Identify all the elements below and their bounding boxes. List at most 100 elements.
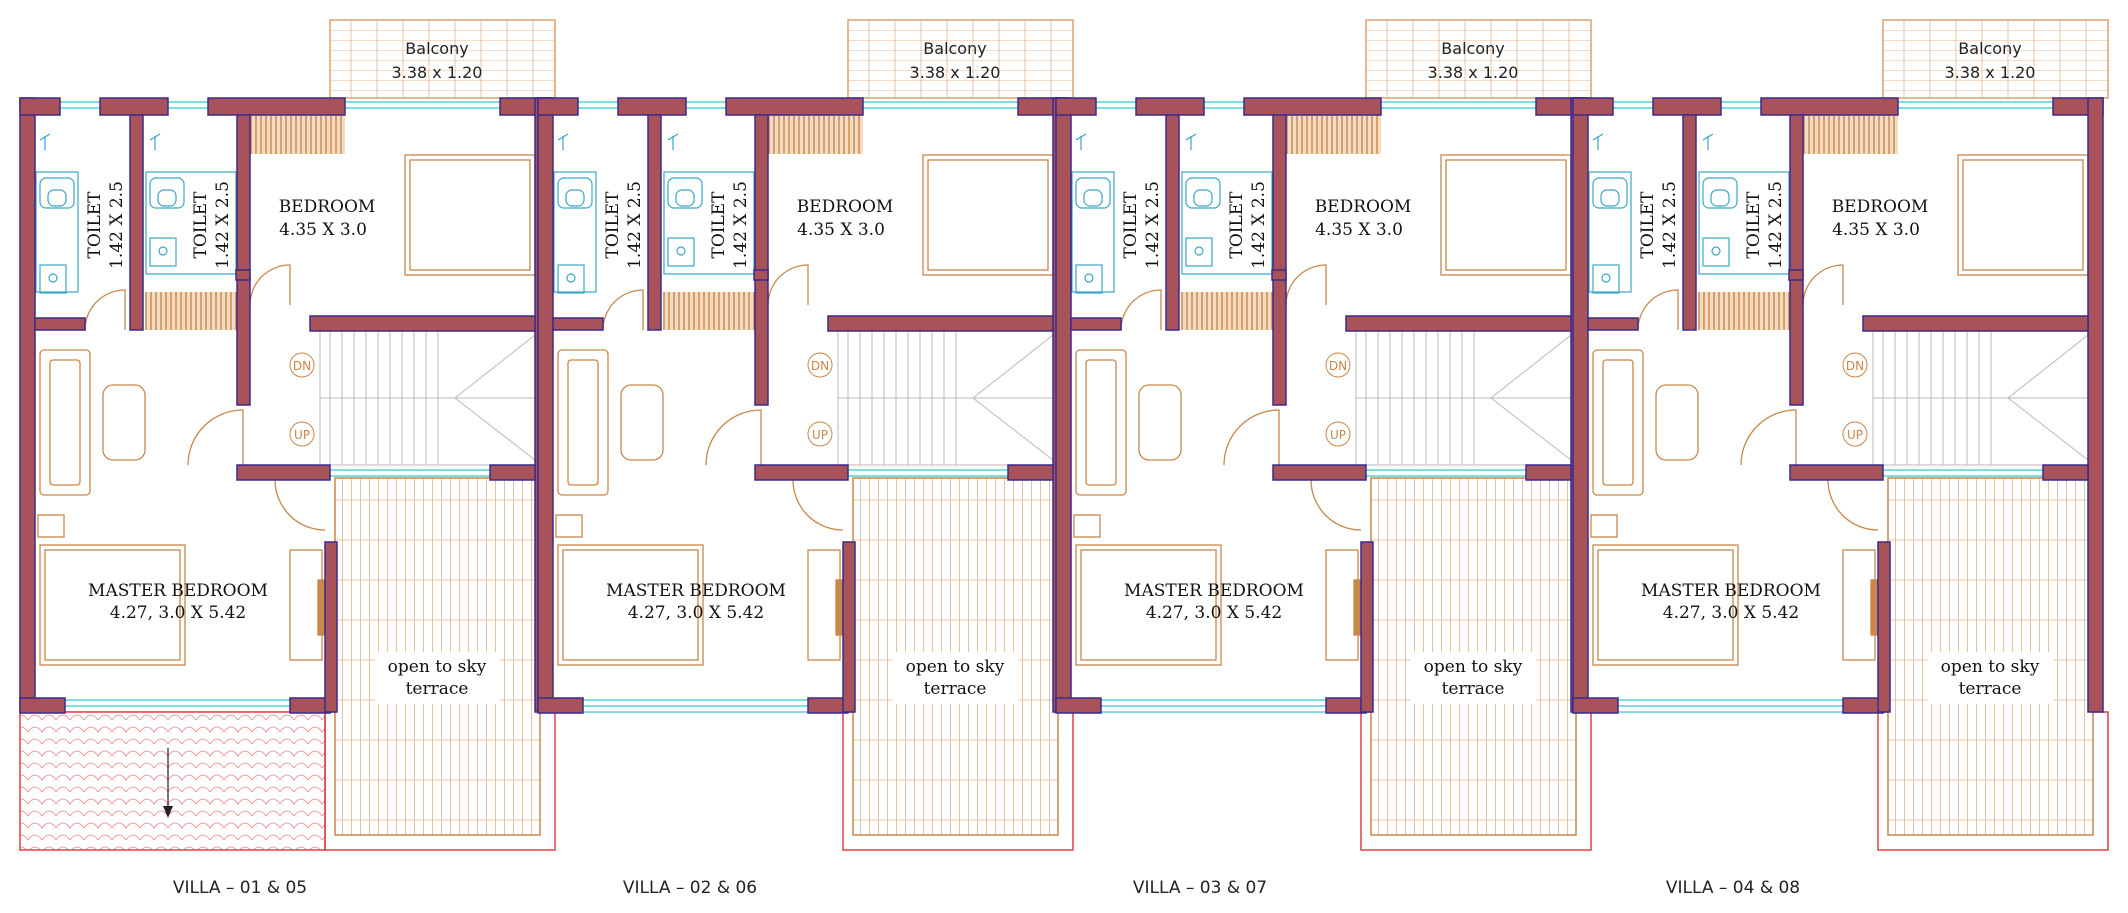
window-glazing [1613, 101, 2053, 713]
terrace-label-1: open to sky [388, 657, 487, 677]
furniture [1073, 154, 1572, 666]
svg-text:TOILET: TOILET [1638, 191, 1658, 259]
furniture [37, 154, 536, 666]
furniture [1590, 154, 2089, 666]
louver-panel [1286, 112, 1381, 154]
walls [537, 97, 1069, 714]
master-bedroom-size: 4.27, 3.0 X 5.42 [1663, 603, 1799, 623]
villa-title: VILLA – 02 & 06 [623, 878, 757, 898]
bedroom-size: 4.35 X 3.0 [797, 220, 885, 240]
terrace-label-2: terrace [406, 679, 469, 699]
garden-area [19, 711, 326, 851]
bedroom-label: BEDROOM [797, 197, 894, 217]
louver-panel [768, 112, 863, 154]
terrace-label-bg [893, 652, 1018, 704]
sanitary-fixtures [35, 133, 237, 294]
balcony-size: 3.38 x 1.20 [910, 63, 1001, 82]
villa-title: VILLA – 01 & 05 [173, 878, 307, 898]
balcony-label: Balcony [405, 39, 468, 58]
stair-up-marker [1325, 421, 1351, 447]
bedroom-size: 4.35 X 3.0 [1315, 220, 1403, 240]
stair-up-label: UP [1847, 428, 1863, 442]
toilet-a-label: TOILET 1.42 X 2.5 [85, 181, 127, 269]
stair-dn-label: DN [1846, 359, 1864, 373]
balcony [329, 19, 556, 99]
toilet-a-label: TOILET 1.42 X 2.5 [1121, 181, 1163, 269]
staircase [837, 329, 1054, 466]
bedroom-size: 4.35 X 3.0 [1832, 220, 1920, 240]
window-glazing [578, 101, 1018, 713]
terrace-label-2: terrace [924, 679, 987, 699]
balcony-size: 3.38 x 1.20 [392, 63, 483, 82]
svg-text:TOILET: TOILET [709, 191, 729, 259]
villa-title: VILLA – 04 & 08 [1666, 878, 1800, 898]
terrace-label-2: terrace [1442, 679, 1505, 699]
stair-up-label: UP [294, 428, 310, 442]
master-bedroom-size: 4.27, 3.0 X 5.42 [628, 603, 764, 623]
stair-up-label: UP [812, 428, 828, 442]
terrace-label-1: open to sky [906, 657, 1005, 677]
sanitary-fixtures [553, 133, 755, 294]
stair-dn-marker [807, 352, 833, 378]
terrace-label-bg [1411, 652, 1536, 704]
balcony [847, 19, 1074, 99]
toilet-b-label: TOILET 1.42 X 2.5 [191, 181, 233, 269]
svg-text:1.42 X 2.5: 1.42 X 2.5 [1143, 181, 1163, 269]
master-bedroom-label: MASTER BEDROOM [606, 581, 786, 601]
bedroom-label: BEDROOM [1832, 197, 1929, 217]
svg-text:TOILET: TOILET [85, 191, 105, 259]
svg-text:TOILET: TOILET [1121, 191, 1141, 259]
svg-text:1.42 X 2.5: 1.42 X 2.5 [213, 181, 233, 269]
stair-dn-marker [1325, 352, 1351, 378]
walls [1572, 97, 2104, 714]
louver-panel [1803, 112, 1898, 154]
toilet-b-label: TOILET 1.42 X 2.5 [709, 181, 751, 269]
balcony-size: 3.38 x 1.20 [1945, 63, 2036, 82]
svg-text:TOILET: TOILET [1227, 191, 1247, 259]
master-bedroom-size: 4.27, 3.0 X 5.42 [110, 603, 246, 623]
stair-up-marker [289, 421, 315, 447]
terrace-label-2: terrace [1959, 679, 2022, 699]
svg-text:TOILET: TOILET [191, 191, 211, 259]
stair-dn-label: DN [1329, 359, 1347, 373]
master-bedroom-label: MASTER BEDROOM [1641, 581, 1821, 601]
svg-text:1.42 X 2.5: 1.42 X 2.5 [107, 181, 127, 269]
terrace-label-bg [1928, 652, 2053, 704]
master-bedroom-size: 4.27, 3.0 X 5.42 [1146, 603, 1282, 623]
staircase [319, 329, 536, 466]
stair-dn-label: DN [811, 359, 829, 373]
master-bedroom-label: MASTER BEDROOM [1124, 581, 1304, 601]
stair-dn-label: DN [293, 359, 311, 373]
terrace-label-1: open to sky [1941, 657, 2040, 677]
svg-text:1.42 X 2.5: 1.42 X 2.5 [625, 181, 645, 269]
svg-text:TOILET: TOILET [603, 191, 623, 259]
terrace-label-bg [375, 652, 500, 704]
toilet-a-label: TOILET 1.42 X 2.5 [603, 181, 645, 269]
sanitary-fixtures [1588, 133, 1790, 294]
garden-arrow-head [163, 806, 173, 818]
bedroom-label: BEDROOM [1315, 197, 1412, 217]
balcony-label: Balcony [1441, 39, 1504, 58]
stair-up-marker [807, 421, 833, 447]
louver-panel [1181, 292, 1273, 330]
villa-2: Balcony 3.38 x 1.20 open to sky terrace … [537, 19, 1074, 898]
bedroom-label: BEDROOM [279, 197, 376, 217]
svg-text:1.42 X 2.5: 1.42 X 2.5 [731, 181, 751, 269]
bedroom-size: 4.35 X 3.0 [279, 220, 367, 240]
louver-panel [145, 292, 237, 330]
stair-dn-marker [289, 352, 315, 378]
svg-text:1.42 X 2.5: 1.42 X 2.5 [1660, 181, 1680, 269]
window-glazing [1096, 101, 1536, 713]
master-bedroom-label: MASTER BEDROOM [88, 581, 268, 601]
balcony-label: Balcony [1958, 39, 2021, 58]
svg-text:TOILET: TOILET [1744, 191, 1764, 259]
toilet-b-label: TOILET 1.42 X 2.5 [1227, 181, 1269, 269]
villa-3: Balcony 3.38 x 1.20 open to sky terrace … [1055, 19, 1592, 898]
staircase [1872, 329, 2089, 466]
balcony [1365, 19, 1592, 99]
villa-4: Balcony 3.38 x 1.20 open to sky terrace … [1572, 19, 2109, 898]
villa-1: Balcony 3.38 x 1.20 open to sky terrace [19, 19, 556, 898]
stair-up-marker [1842, 421, 1868, 447]
balcony-size: 3.38 x 1.20 [1428, 63, 1519, 82]
